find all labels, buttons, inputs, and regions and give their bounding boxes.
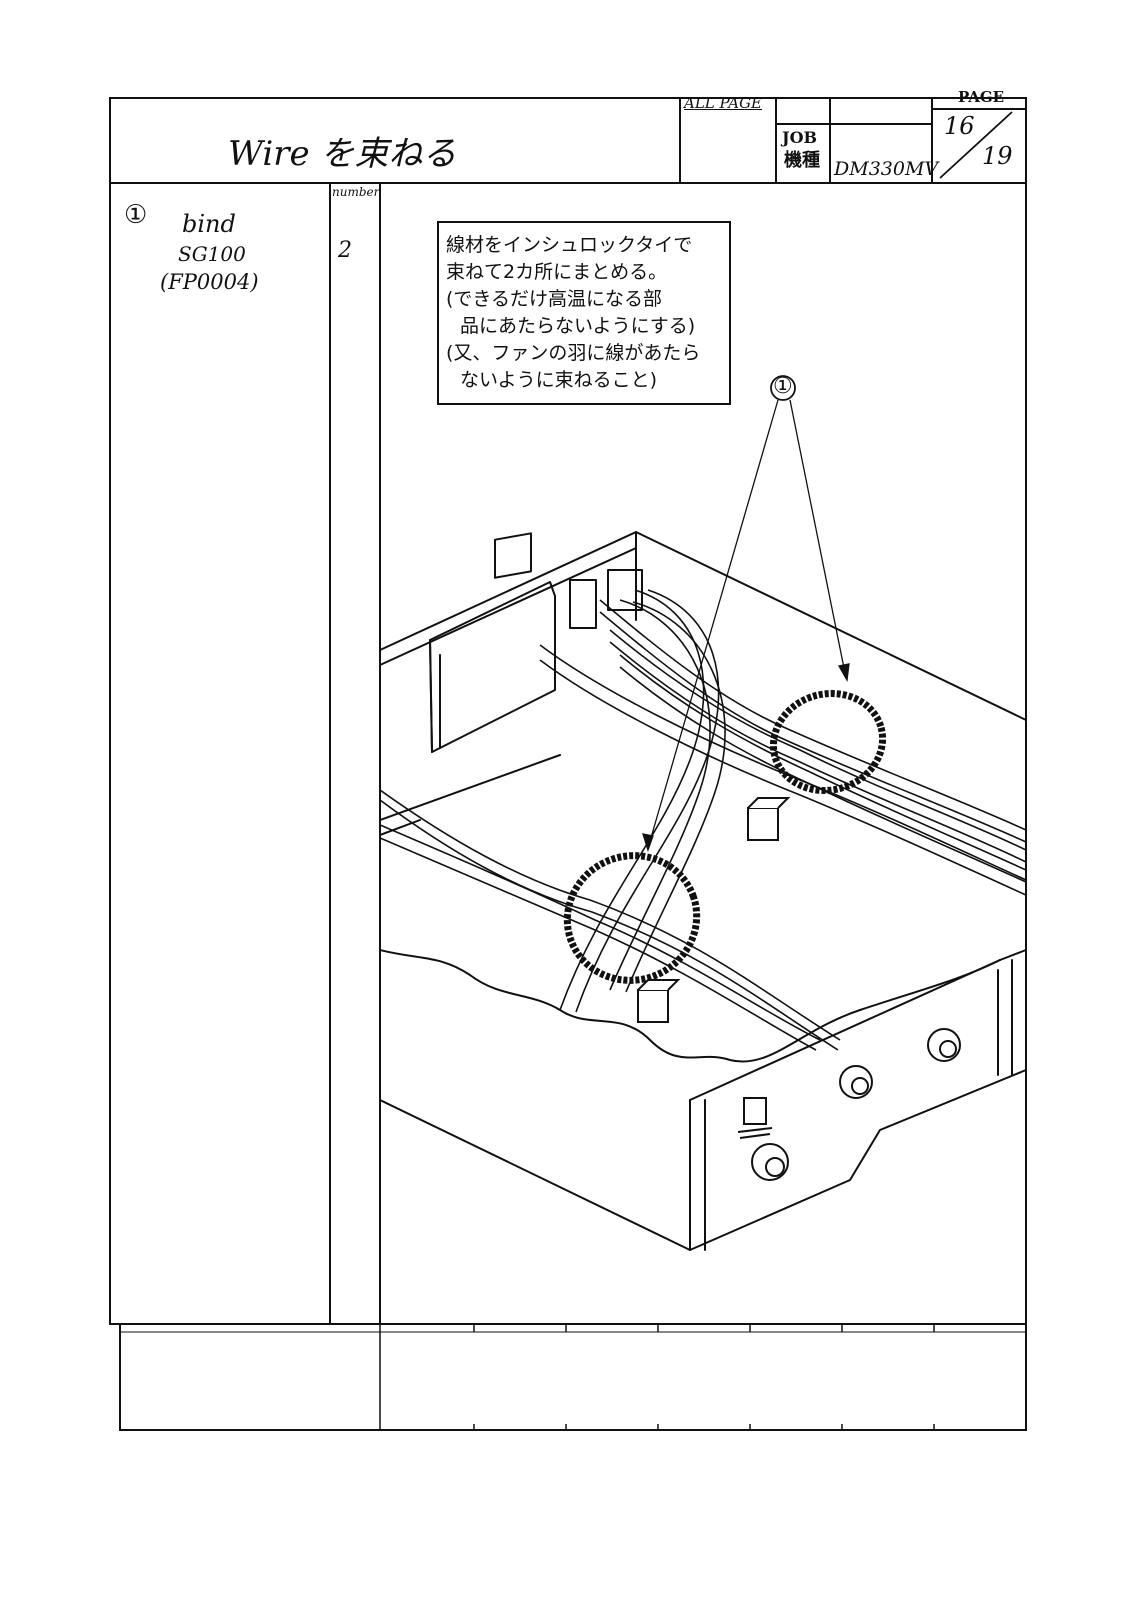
cable-tie-icon (637, 979, 681, 1023)
chassis-drawing (379, 531, 1027, 1251)
cable-tie-2 (769, 689, 887, 795)
page-title: Wire を束ねる (228, 134, 457, 174)
instruction-line: (できるだけ高温になる部 (446, 288, 663, 310)
wire-bundle (379, 589, 1027, 1051)
page-total: 19 (982, 142, 1013, 170)
callout-circle (770, 375, 796, 401)
part-marker: ① (124, 200, 148, 230)
all-page-label: ALL PAGE (684, 94, 763, 112)
instruction-box (437, 221, 731, 405)
toggle-switch-icon (737, 1097, 773, 1139)
part-code: SG100 (178, 242, 246, 266)
instruction-line: 束ねて2カ所にまとめる。 (446, 261, 668, 283)
job-label: JOB (782, 128, 818, 147)
part-quantity: 2 (338, 238, 352, 263)
instruction-line: 線材をインシュロックタイで (446, 234, 693, 256)
knob-icon (927, 1028, 961, 1062)
model-label: 機種 (784, 150, 820, 171)
instruction-line: ないように束ねること) (460, 369, 658, 391)
part-number: (FP0004) (160, 270, 259, 294)
model-value: DM330MV (834, 158, 939, 180)
knob-icon (839, 1065, 873, 1099)
bottom-table (119, 1323, 1027, 1431)
knob-icon (751, 1143, 789, 1181)
instruction-line: (又、ファンの羽に線があたら (446, 342, 701, 364)
leader-lines (642, 399, 850, 853)
part-name: bind (182, 210, 236, 238)
page-current: 16 (944, 112, 975, 140)
instruction-line: 品にあたらないようにする) (460, 315, 696, 337)
callout-marker: ① (773, 374, 793, 399)
number-column-header: number (332, 185, 380, 199)
cable-tie-1 (563, 852, 701, 984)
instruction-text: 線材をインシュロックタイで 束ねて2カ所にまとめる。 (できるだけ高温になる部 … (446, 232, 726, 394)
page-label: PAGE (958, 88, 1005, 106)
cable-tie-icon (747, 797, 791, 841)
